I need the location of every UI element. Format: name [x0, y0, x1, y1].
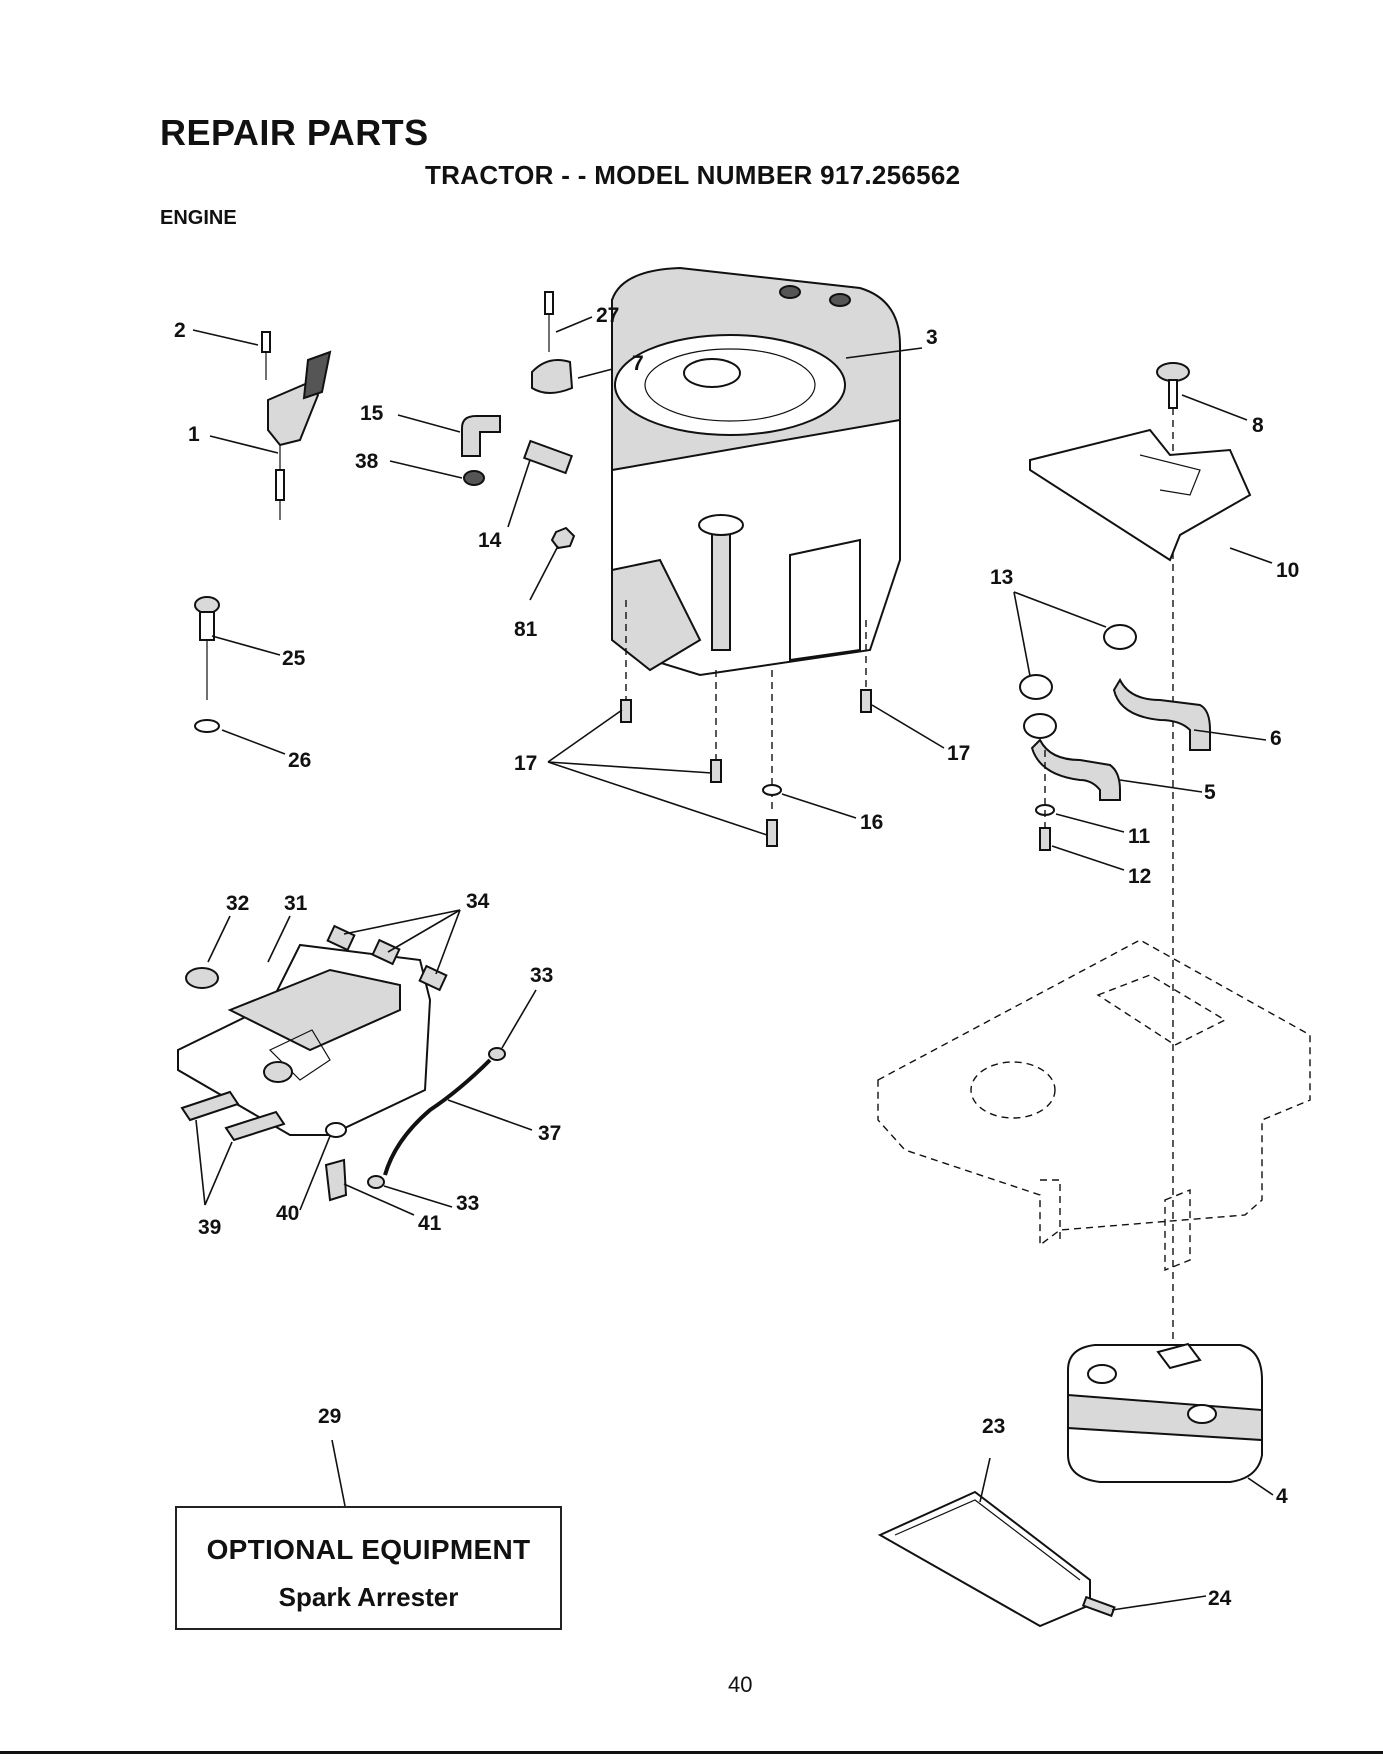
callout-17-right: 17	[947, 742, 970, 765]
leader-10	[1230, 548, 1272, 563]
exhaust-pipes-part	[1020, 625, 1210, 850]
leader-39a	[196, 1120, 205, 1205]
leader-14	[508, 460, 530, 527]
leader-81	[530, 546, 558, 600]
leader-17a	[548, 710, 622, 762]
leader-17c	[548, 762, 767, 835]
leader-34a	[344, 910, 460, 934]
callout-14: 14	[478, 529, 502, 552]
leader-40	[300, 1136, 330, 1210]
leader-15	[398, 415, 460, 432]
leader-37	[448, 1100, 532, 1130]
callout-23: 23	[982, 1415, 1005, 1438]
leader-29	[332, 1440, 345, 1506]
callout-39: 39	[198, 1216, 221, 1239]
callout-1: 1	[188, 423, 200, 446]
leader-32	[208, 916, 230, 962]
callout-13: 13	[990, 566, 1013, 589]
leader-16	[782, 794, 856, 818]
leader-24	[1112, 1596, 1206, 1610]
callout-31: 31	[284, 892, 308, 915]
callout-10: 10	[1276, 559, 1299, 582]
leader-1	[210, 436, 278, 453]
engine-part	[612, 268, 900, 675]
leader-4	[1248, 1478, 1273, 1495]
leader-26	[222, 730, 285, 754]
leader-17b	[548, 762, 712, 773]
fuel-fitting-parts	[462, 292, 574, 548]
callout-27: 27	[596, 304, 619, 327]
leader-38	[390, 461, 462, 478]
fuel-tank-part	[178, 926, 505, 1200]
optional-equipment-box: OPTIONAL EQUIPMENT Spark Arrester	[175, 1506, 562, 1630]
leader-13b	[1014, 592, 1030, 676]
optional-equipment-title: OPTIONAL EQUIPMENT	[177, 1534, 560, 1566]
callout-3: 3	[926, 326, 938, 349]
callout-81: 81	[514, 618, 538, 641]
muffler-part	[1068, 1344, 1262, 1482]
leader-39b	[205, 1142, 232, 1205]
callout-37: 37	[538, 1122, 561, 1145]
bottom-rule	[0, 1751, 1383, 1754]
callout-33-bottom: 33	[456, 1192, 479, 1215]
callout-15: 15	[360, 402, 384, 425]
callout-38: 38	[355, 450, 379, 473]
callout-29: 29	[318, 1405, 341, 1428]
callout-41: 41	[418, 1212, 442, 1235]
callout-17-left: 17	[514, 752, 537, 775]
callout-5: 5	[1204, 781, 1216, 804]
callout-25: 25	[282, 647, 306, 670]
leader-23	[980, 1458, 990, 1502]
callout-33-top: 33	[530, 964, 553, 987]
throttle-control-part	[262, 332, 330, 520]
leader-2	[193, 330, 258, 345]
leader-12	[1052, 846, 1124, 870]
leader-41	[344, 1184, 414, 1215]
callout-40: 40	[276, 1202, 299, 1225]
leader-13a	[1014, 592, 1106, 627]
callout-6: 6	[1270, 727, 1282, 750]
callout-32: 32	[226, 892, 249, 915]
callout-2: 2	[174, 319, 186, 342]
callout-12: 12	[1128, 865, 1151, 888]
callout-16: 16	[860, 811, 883, 834]
tractor-frame-outline	[878, 940, 1310, 1270]
leader-33b	[384, 1186, 452, 1207]
page-number: 40	[728, 1672, 752, 1698]
leader-8	[1182, 395, 1247, 420]
callout-34: 34	[466, 890, 490, 913]
callout-24: 24	[1208, 1587, 1232, 1610]
leader-34c	[436, 910, 460, 974]
leader-25	[212, 636, 280, 655]
callout-8: 8	[1252, 414, 1264, 437]
choke-knob-part	[195, 597, 219, 732]
spark-arrester-label: Spark Arrester	[177, 1582, 560, 1613]
callout-4: 4	[1276, 1485, 1288, 1508]
leader-5	[1120, 780, 1202, 792]
callout-26: 26	[288, 749, 311, 772]
callout-11: 11	[1128, 825, 1151, 848]
callout-7: 7	[632, 352, 644, 375]
leader-31	[268, 916, 290, 962]
muffler-guard-part	[880, 1492, 1114, 1626]
leader-27	[556, 317, 592, 332]
leader-11	[1056, 814, 1124, 832]
leader-17d	[872, 705, 944, 748]
leader-34b	[388, 910, 460, 952]
heat-shield-part	[1030, 363, 1250, 1350]
leader-33a	[502, 990, 536, 1048]
